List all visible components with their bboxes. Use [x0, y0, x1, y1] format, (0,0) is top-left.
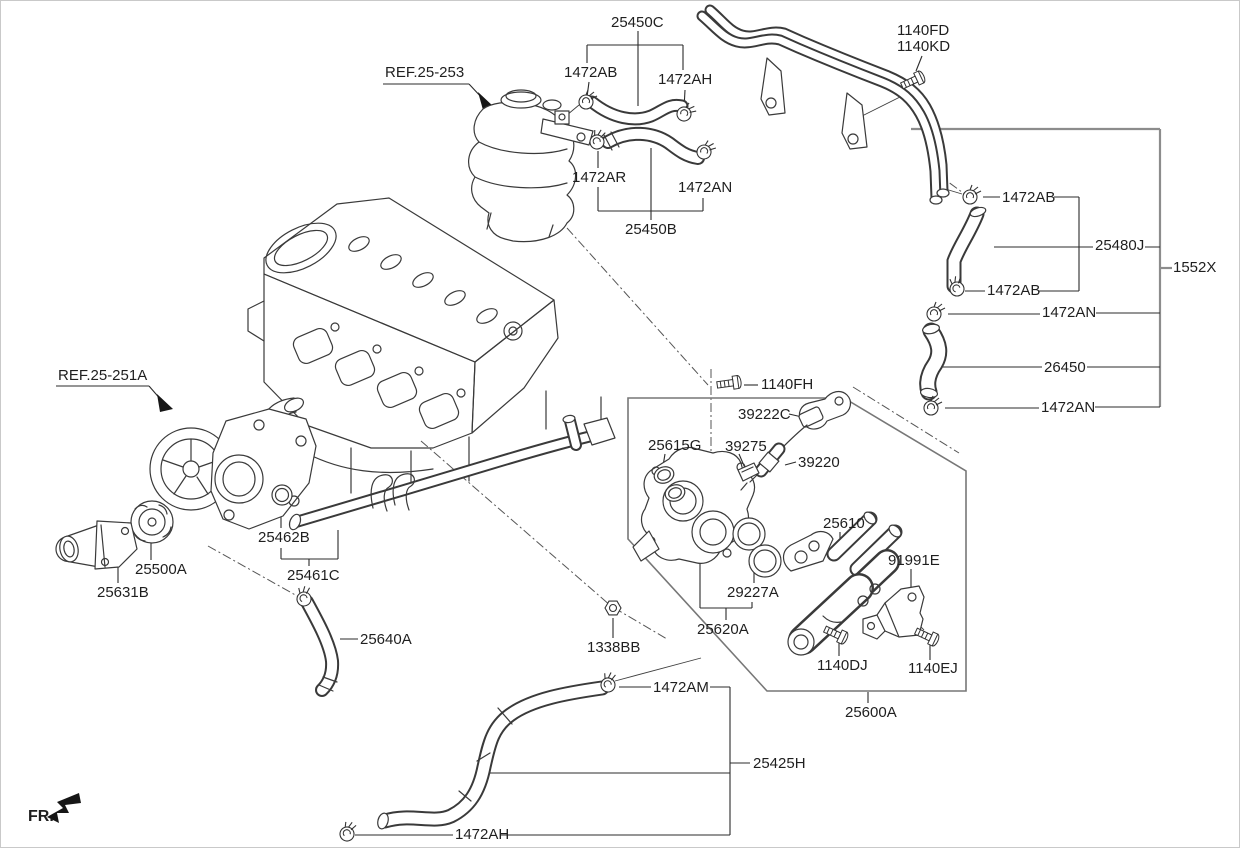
part-label-1472ah-2: 1472AH — [455, 826, 510, 843]
part-label-25610: 25610 — [823, 515, 865, 532]
hose-25450c — [592, 102, 682, 119]
part-label-1140fh: 1140FH — [761, 376, 814, 393]
part-label-25500a: 25500A — [135, 561, 187, 578]
part-label-1472ab-3: 1472AB — [987, 282, 1041, 299]
gasket-29227a — [733, 518, 781, 577]
reservoir-tank-illustration — [469, 90, 593, 242]
part-label-25480j: 25480J — [1095, 237, 1145, 254]
hose-25425h — [376, 688, 602, 830]
clip-39275 — [738, 463, 759, 481]
front-direction-label: FR. — [28, 808, 54, 825]
bracket-91991e — [863, 586, 924, 639]
hose-clamp-icon — [926, 301, 946, 322]
water-pipe-25461c — [287, 415, 615, 532]
part-label-25631b: 25631B — [97, 584, 149, 601]
part-label-29227a: 29227A — [727, 584, 779, 601]
hose-clamps — [290, 89, 982, 844]
ref-label-25-253: REF.25-253 — [385, 64, 465, 81]
bolt-icon — [715, 374, 743, 392]
part-label-1338bb: 1338BB — [587, 639, 641, 656]
hose-25480j — [954, 206, 987, 286]
hose-clamp-icon — [336, 819, 360, 844]
part-label-25620a: 25620A — [697, 621, 749, 638]
thermostat-illustration — [131, 501, 173, 543]
hose-clamp-icon — [962, 184, 982, 205]
part-label-39222c: 39222C — [738, 406, 791, 423]
part-label-39220: 39220 — [798, 454, 840, 471]
ref-label-25-251a: REF.25-251A — [58, 367, 148, 384]
hose-25450b — [604, 132, 698, 158]
part-label-1472ah-1: 1472AH — [658, 71, 713, 88]
part-label-1140fd: 1140FD — [897, 22, 950, 39]
part-label-25462b: 25462B — [258, 529, 310, 546]
part-label-1472am: 1472AM — [653, 679, 709, 696]
sensor-39222c — [781, 392, 850, 449]
sensor-39220 — [741, 449, 779, 490]
part-label-91991e: 91991E — [888, 552, 940, 569]
part-label-25461c: 25461C — [287, 567, 340, 584]
part-label-1472ar: 1472AR — [572, 169, 627, 186]
part-label-26450: 26450 — [1044, 359, 1086, 376]
part-label-25450c: 25450C — [611, 14, 664, 31]
o-ring-25462b — [272, 485, 292, 505]
hose-clamp-icon — [695, 138, 718, 162]
part-label-25600a: 25600A — [845, 704, 897, 721]
coolant-pipe-assembly — [702, 10, 949, 204]
module-25610 — [784, 510, 904, 655]
water-pump-illustration — [150, 395, 316, 529]
part-label-1472ab-2: 1472AB — [1002, 189, 1056, 206]
part-label-1472ab-1: 1472AB — [564, 64, 618, 81]
part-label-1472an-1: 1472AN — [678, 179, 733, 196]
part-label-25640a: 25640A — [360, 631, 412, 648]
hose-26450 — [920, 323, 940, 399]
part-label-25425h: 25425H — [753, 755, 806, 772]
part-label-25615g: 25615G — [648, 437, 702, 454]
bracket-1552x — [911, 129, 1172, 407]
part-label-1140dj: 1140DJ — [817, 657, 868, 674]
part-label-1140ej: 1140EJ — [908, 660, 958, 677]
hose-25640a — [307, 602, 337, 691]
water-inlet-fitting-illustration — [56, 521, 137, 569]
bolt-icon — [912, 624, 941, 648]
part-label-1140kd: 1140KD — [897, 38, 951, 55]
part-label-1472an-2: 1472AN — [1042, 304, 1097, 321]
gasket-25615g — [652, 464, 687, 504]
part-label-1472an-3: 1472AN — [1041, 399, 1096, 416]
part-label-1552x: 1552X — [1173, 259, 1217, 276]
part-label-25450b: 25450B — [625, 221, 677, 238]
part-label-39275: 39275 — [725, 438, 767, 455]
front-direction-arrow-icon — [47, 793, 81, 823]
thermostat-housing-25620a — [633, 447, 755, 563]
flange-nut-icon — [604, 600, 622, 616]
